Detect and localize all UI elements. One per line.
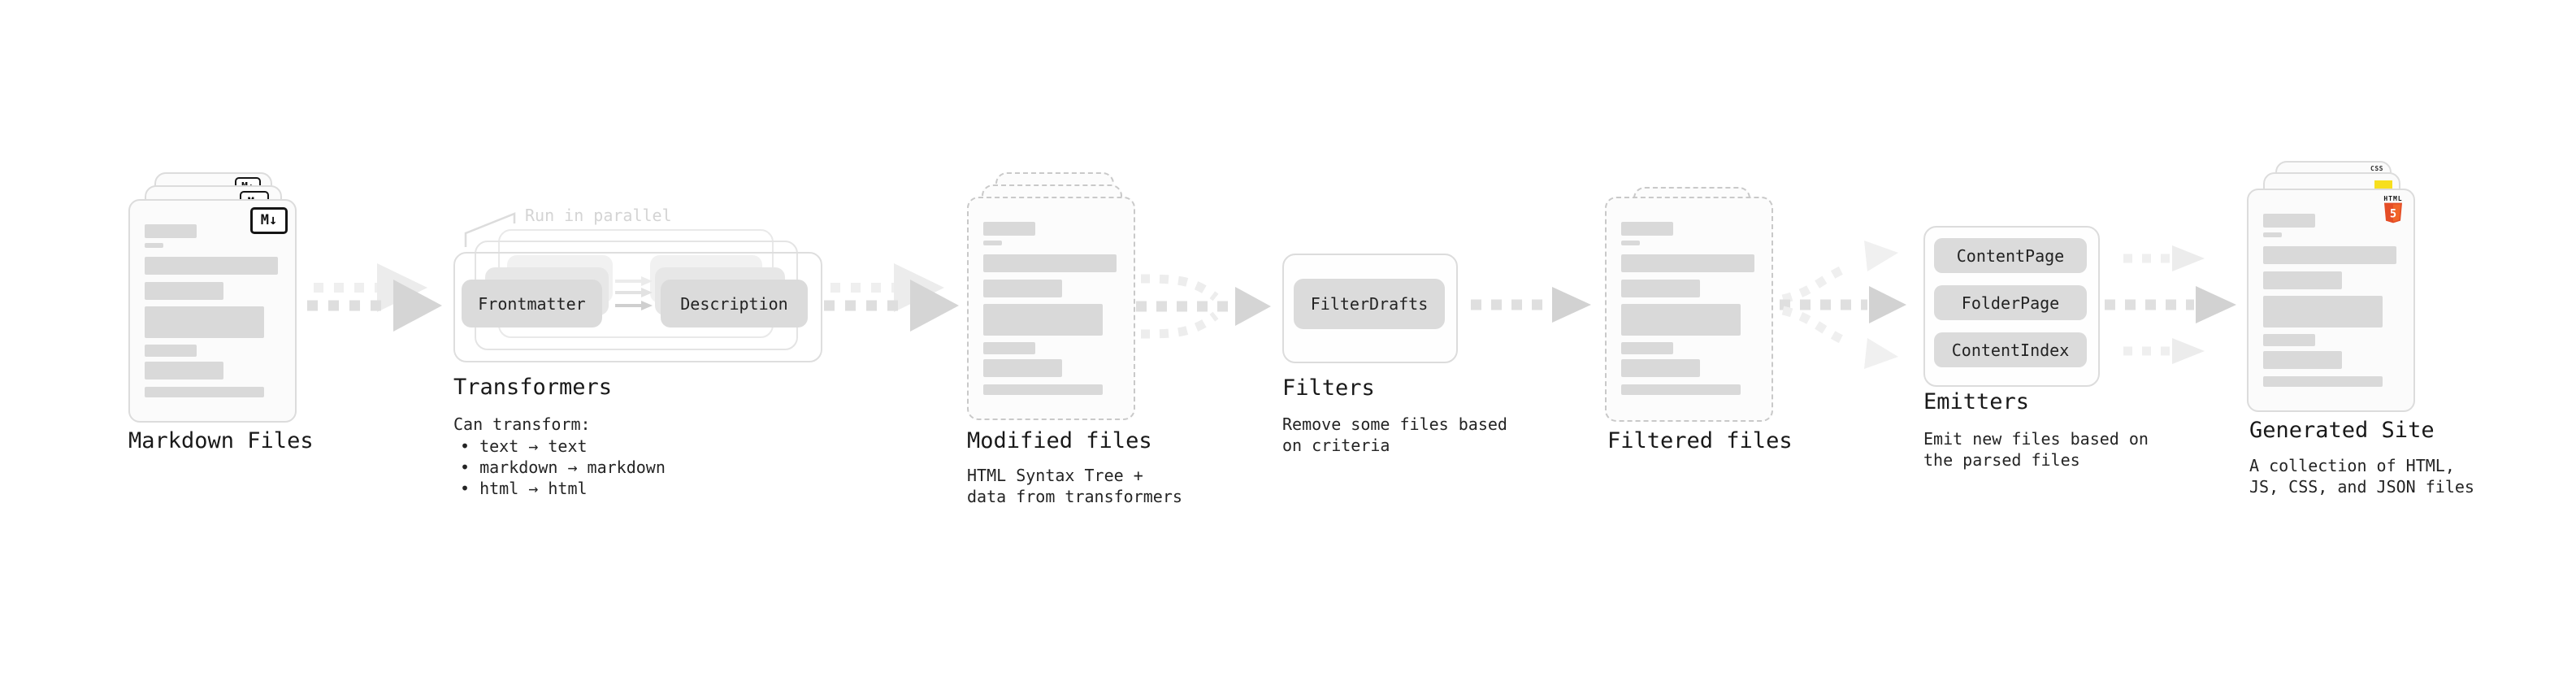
modified-file-card-front	[967, 197, 1135, 420]
desc-line: on criteria	[1282, 436, 1390, 455]
transformers-layer-front	[453, 252, 822, 362]
desc-line: the parsed files	[1923, 450, 2080, 470]
placeholder-bar	[1621, 241, 1640, 245]
placeholder-bar	[2263, 271, 2342, 289]
filtered-file-card-front	[1605, 197, 1773, 422]
bullet-line: • markdown → markdown	[460, 458, 666, 477]
emitters-description: Emit new files based on the parsed files	[1923, 428, 2149, 471]
placeholder-bar	[145, 387, 264, 397]
placeholder-bar	[1621, 304, 1741, 336]
placeholder-bar	[2263, 214, 2315, 228]
flow-arrow-filtered-to-emitters	[1780, 241, 1906, 369]
pill-description: Description	[661, 280, 808, 327]
modified-files-description: HTML Syntax Tree + data from transformer…	[967, 465, 1182, 507]
generated-site-description: A collection of HTML, JS, CSS, and JSON …	[2249, 455, 2474, 497]
placeholder-bar	[1621, 222, 1673, 236]
placeholder-bar	[145, 362, 223, 380]
site-file-card-html: HTML 5	[2247, 189, 2415, 412]
placeholder-bar	[983, 359, 1062, 377]
placeholder-bar	[1621, 254, 1754, 272]
placeholder-bar	[983, 222, 1035, 236]
filters-label: Filters	[1282, 375, 1375, 401]
placeholder-bar	[145, 306, 264, 338]
transformers-description: Can transform: • text → text • markdown …	[453, 414, 666, 499]
transformers-label: Transformers	[453, 375, 613, 400]
desc-line: HTML Syntax Tree +	[967, 466, 1143, 485]
placeholder-bar	[983, 342, 1035, 354]
flow-arrow-transformers-to-modified	[824, 263, 959, 332]
desc-line: data from transformers	[967, 487, 1182, 506]
placeholder-bar	[145, 257, 278, 275]
placeholder-bar	[983, 241, 1002, 245]
desc-line: JS, CSS, and JSON files	[2249, 477, 2474, 497]
pill-frontmatter: Frontmatter	[462, 280, 602, 327]
placeholder-bar	[145, 345, 197, 357]
bullet-line: • text → text	[460, 436, 588, 456]
run-in-parallel-note: Run in parallel	[525, 206, 672, 225]
pill-folderpage: FolderPage	[1934, 285, 2087, 320]
generated-site-label: Generated Site	[2249, 418, 2435, 443]
flow-arrow-emitter-top	[2123, 245, 2205, 271]
placeholder-bar	[145, 282, 223, 300]
flow-arrow-emitter-middle	[2105, 286, 2236, 323]
placeholder-bar	[2263, 351, 2342, 369]
placeholder-bar	[1621, 359, 1700, 377]
placeholder-bar	[2263, 376, 2383, 387]
markdown-file-card-front: M↓	[128, 199, 297, 423]
svg-text:5: 5	[2390, 208, 2396, 221]
placeholder-bar	[1621, 280, 1700, 297]
pill-filterdrafts: FilterDrafts	[1294, 279, 1445, 329]
placeholder-bar	[2263, 296, 2383, 327]
markdown-files-label: Markdown Files	[128, 428, 314, 453]
pill-contentindex: ContentIndex	[1934, 332, 2087, 367]
html5-icon: HTML 5	[2383, 195, 2403, 227]
filters-description: Remove some files based on criteria	[1282, 414, 1507, 456]
bullet-line: • html → html	[460, 479, 588, 498]
parallel-arrows-icon	[615, 276, 653, 310]
desc-line: A collection of HTML,	[2249, 456, 2455, 475]
placeholder-bar	[983, 280, 1062, 297]
placeholder-bar	[983, 384, 1103, 395]
modified-files-label: Modified files	[967, 428, 1152, 453]
emitters-label: Emitters	[1923, 389, 2030, 414]
flow-arrow-filters-to-filtered	[1471, 287, 1591, 323]
placeholder-bar	[983, 254, 1117, 272]
placeholder-bar	[2263, 334, 2315, 346]
desc-line: Emit new files based on	[1923, 429, 2149, 449]
pill-contentpage: ContentPage	[1934, 238, 2087, 273]
placeholder-bar	[1621, 342, 1673, 354]
desc-line: Remove some files based	[1282, 414, 1507, 434]
placeholder-bar	[1621, 384, 1741, 395]
placeholder-bar	[145, 243, 163, 248]
placeholder-bar	[983, 304, 1103, 336]
desc-line: Can transform:	[453, 414, 591, 434]
placeholder-bar	[145, 224, 197, 238]
js-icon	[2374, 180, 2392, 189]
filtered-files-label: Filtered files	[1607, 428, 1793, 453]
flow-arrow-markdown-to-transformers	[307, 263, 442, 332]
flow-arrow-modified-to-filters	[1136, 274, 1271, 339]
placeholder-bar	[2263, 232, 2282, 237]
callout-line	[464, 212, 516, 247]
markdown-icon: M↓	[250, 207, 288, 234]
flow-arrow-emitter-bottom	[2123, 338, 2205, 364]
placeholder-bar	[2263, 246, 2396, 264]
